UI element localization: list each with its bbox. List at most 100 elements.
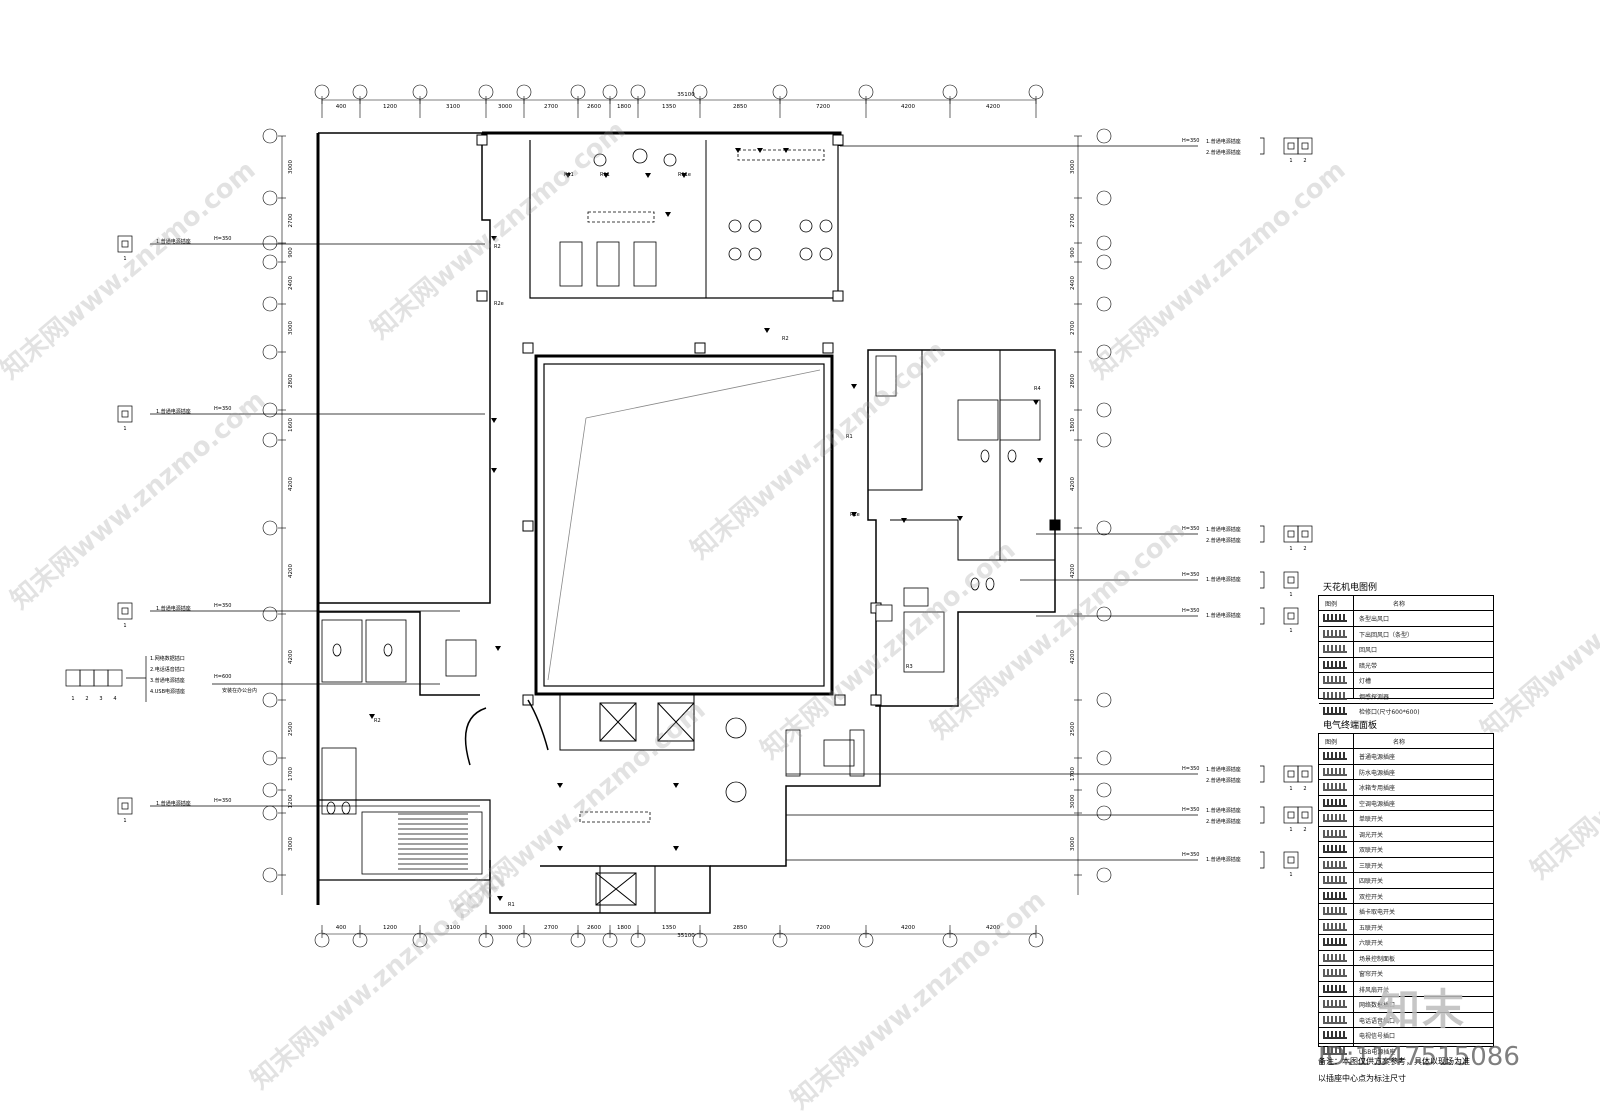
desk-port-icon — [93, 669, 109, 687]
axis-bubble — [262, 867, 278, 883]
callout-height: H=350 — [1182, 766, 1200, 772]
legend-row-name: 双控开关 — [1359, 893, 1384, 901]
dim-left: 4200 — [288, 477, 294, 491]
outlet-icon — [117, 602, 133, 620]
desk-item: 3.普通电源插座 — [150, 677, 185, 684]
legend-row-name: 排风扇开关 — [1359, 986, 1390, 994]
outlet-symbol — [369, 714, 375, 719]
dim-bottom: 2600 — [587, 925, 601, 931]
outlet-symbol — [851, 512, 857, 517]
room-tag: R1 — [508, 902, 515, 908]
port-number: 2 — [85, 696, 88, 702]
dim-top: 4200 — [986, 104, 1000, 110]
axis-bubble — [1096, 692, 1112, 708]
outlet-number: 1 — [1289, 872, 1292, 878]
note-line-1: 备注：本图仅供方案参考，具体以现场为准 — [1318, 1057, 1470, 1066]
dim-right: 2500 — [1070, 722, 1076, 736]
legend-row-name: 五联开关 — [1359, 924, 1384, 932]
dim-bottom: 7200 — [816, 925, 830, 931]
dim-right: 3000 — [1070, 160, 1076, 174]
callout-label: 1.普通电源插座 — [1206, 766, 1241, 773]
callout-height: H=350 — [1182, 807, 1200, 813]
outlet-single-icon — [1323, 752, 1347, 760]
room-tag: R1e — [850, 512, 860, 518]
building-walls — [316, 131, 1056, 914]
outlet-symbol — [1037, 458, 1043, 463]
callout-height: H=350 — [1182, 526, 1200, 532]
grid-axes — [262, 84, 1112, 948]
callout-label: 1.普通电源插座 — [1206, 576, 1241, 583]
dim-bottom: 1200 — [383, 925, 397, 931]
switch-2-icon — [1323, 845, 1347, 853]
axis-bubble — [262, 254, 278, 270]
callout-label: 1.普通电源插座 — [156, 800, 191, 807]
axis-bubble — [1096, 296, 1112, 312]
outlet-number: 2 — [1303, 158, 1306, 164]
dim-right: 4200 — [1070, 650, 1076, 664]
axis-bubble — [262, 296, 278, 312]
axis-bubble — [1096, 782, 1112, 798]
dim-total-bottom: 35100 — [677, 933, 695, 939]
restroom-fixtures — [321, 355, 1041, 815]
watermark: 知末网www.znzmo.com — [365, 115, 631, 345]
usb-port-icon — [1323, 1046, 1347, 1055]
callout-label: 1.普通电源插座 — [1206, 807, 1241, 814]
dim-top: 7200 — [816, 104, 830, 110]
port-number: 3 — [99, 696, 102, 702]
switch-5-icon — [1323, 922, 1347, 931]
callout-label: 2.普通电源插座 — [1206, 818, 1241, 825]
device-symbols — [369, 148, 1043, 901]
axis-bubble — [1096, 432, 1112, 448]
dim-left: 1200 — [288, 794, 294, 808]
dim-top: 3000 — [498, 104, 512, 110]
callout-height: H=350 — [214, 603, 232, 609]
dim-right: 3000 — [1070, 794, 1076, 808]
column — [476, 290, 488, 302]
legend-row: 四联开关 — [1319, 872, 1493, 889]
outlet-number: 1 — [123, 256, 126, 262]
callout-height: H=350 — [1182, 852, 1200, 858]
desk-item: 4.USB电源插座 — [150, 688, 185, 695]
watermark: 知末网www.znzmo.com — [0, 155, 261, 385]
legend-row: 电话语音插口 — [1319, 1011, 1493, 1029]
outlet-icon — [1283, 137, 1299, 155]
structural-columns — [476, 134, 1061, 706]
outlet-symbol — [1033, 400, 1039, 405]
outlet-number: 1 — [123, 426, 126, 432]
outlet-symbol — [783, 148, 789, 153]
axis-bubble — [262, 520, 278, 536]
dim-bottom: 4200 — [986, 925, 1000, 931]
room-tag: R2 — [374, 718, 381, 724]
legend-row: 调光开关 — [1319, 825, 1493, 843]
outlet-symbol — [851, 384, 857, 389]
outlet-symbol — [645, 173, 651, 178]
ceiling-legend: 天花机电图例 图例 名称 条型出风口下出回风口（条型）回风口暗光带灯槽烟感探测器… — [1318, 583, 1494, 716]
axis-bubble — [262, 750, 278, 766]
desk-port-icon — [65, 669, 81, 687]
legend-row-name: 下出回风口（条型） — [1359, 631, 1414, 639]
room-tag: R2e — [494, 301, 504, 307]
legend-row-name: 电话语音插口 — [1359, 1017, 1396, 1025]
switch-twoway-icon — [1323, 891, 1347, 900]
outlet-symbol — [603, 173, 609, 178]
outlet-fridge-icon — [1323, 783, 1347, 791]
dim-top: 1350 — [662, 104, 676, 110]
switch-scene-icon — [1323, 953, 1347, 962]
callout-height: H=350 — [1182, 572, 1200, 578]
room-tag: R11e — [678, 172, 691, 178]
axis-bubble — [1096, 344, 1112, 360]
dim-top: 4200 — [901, 104, 915, 110]
dim-right: 4200 — [1070, 564, 1076, 578]
dim-right: 3000 — [1070, 837, 1076, 851]
dim-left: 3000 — [288, 160, 294, 174]
access-panel-icon — [1323, 707, 1347, 715]
legend-row: 下出回风口（条型） — [1319, 625, 1493, 643]
stairwell — [361, 811, 483, 875]
axis-bubble — [262, 805, 278, 821]
legend-row-name: 场景控制面板 — [1359, 955, 1396, 963]
callout-label: 2.普通电源插座 — [1206, 777, 1241, 784]
outlet-number: 1 — [1289, 786, 1292, 792]
legend-row: 回风口 — [1319, 641, 1493, 658]
dim-top: 2600 — [587, 104, 601, 110]
callout-label: 2.普通电源插座 — [1206, 537, 1241, 544]
